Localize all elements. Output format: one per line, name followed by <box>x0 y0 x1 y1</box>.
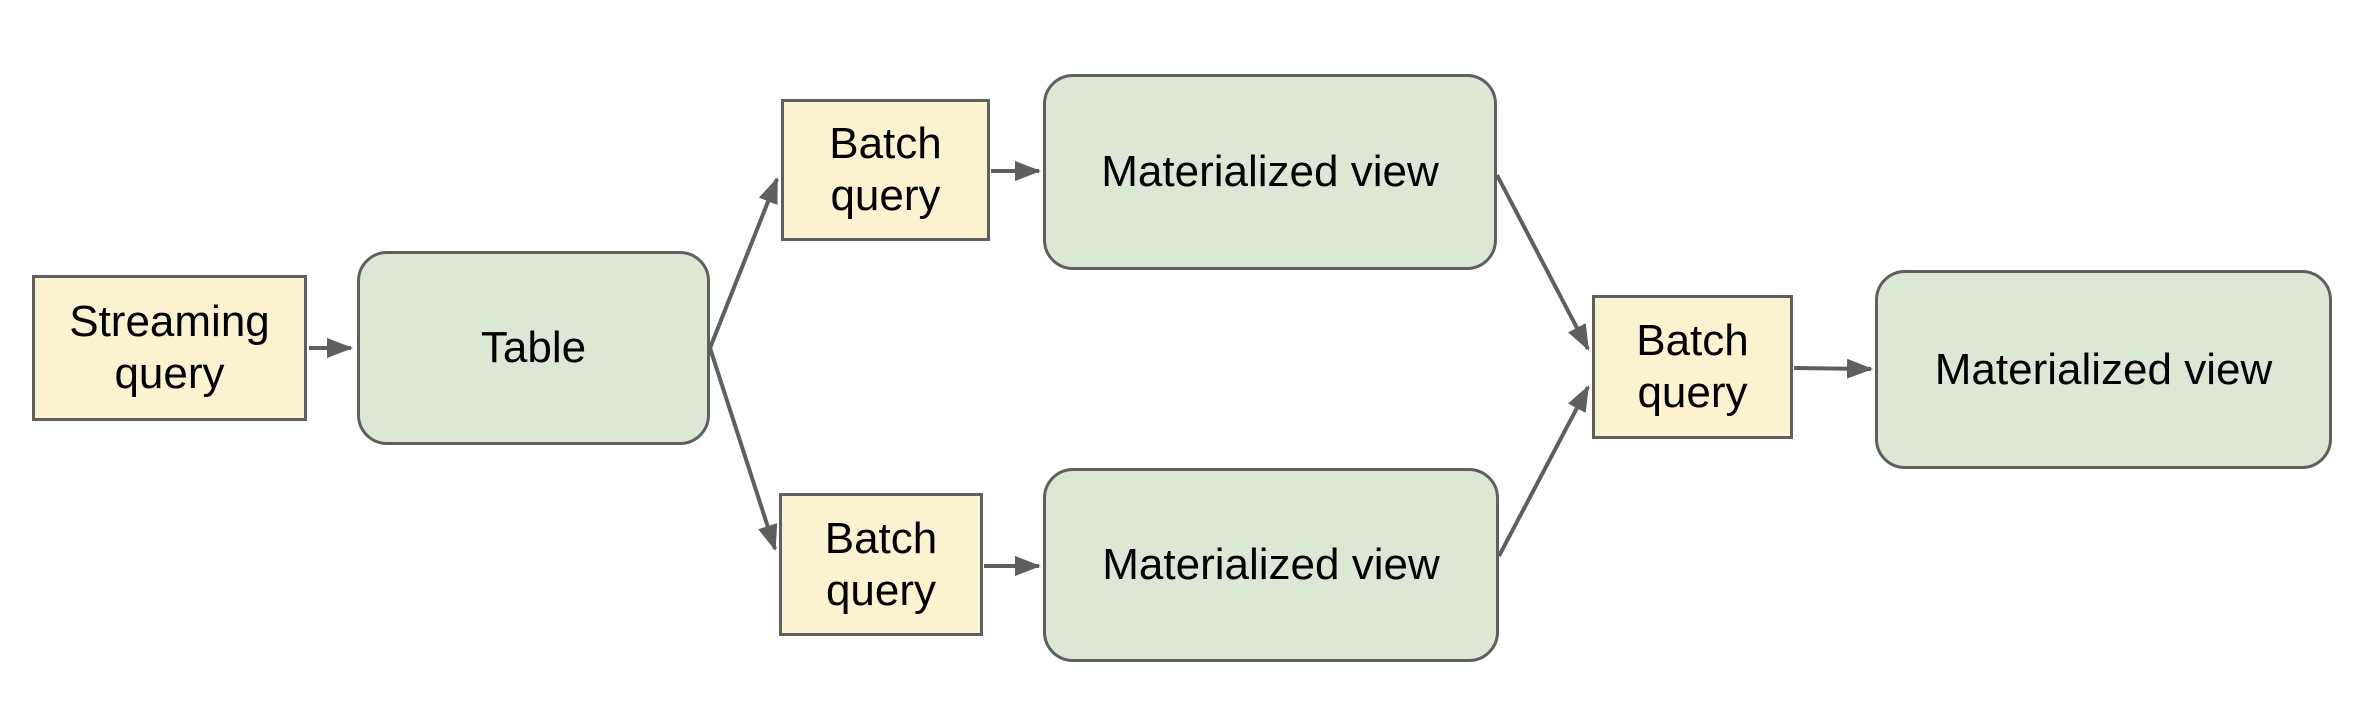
node-materialized-view-right: Materialized view <box>1875 270 2332 469</box>
edge-mv-top-to-batch-query-right <box>1495 174 1590 351</box>
node-materialized-view-top-label: Materialized view <box>1101 147 1439 196</box>
edge-mv-bottom-to-batch-query-right <box>1497 385 1590 557</box>
node-materialized-view-bottom-label: Materialized view <box>1102 540 1440 589</box>
node-batch-query-right-label: Batch query <box>1636 316 1749 417</box>
node-batch-query-bottom: Batch query <box>779 493 983 636</box>
node-batch-query-top-label: Batch query <box>829 119 942 220</box>
node-materialized-view-bottom: Materialized view <box>1043 468 1499 662</box>
node-materialized-view-right-label: Materialized view <box>1934 344 2273 394</box>
edge-table-to-batch-query-top <box>708 177 779 349</box>
node-table-label: Table <box>480 323 587 372</box>
node-materialized-view-top: Materialized view <box>1043 74 1497 270</box>
node-streaming-query: Streaming query <box>32 275 307 421</box>
node-batch-query-top: Batch query <box>781 99 990 241</box>
edge-batch-query-right-to-mv-right <box>1793 358 1873 379</box>
edge-table-to-batch-query-bottom <box>708 347 778 551</box>
node-batch-query-bottom-label: Batch query <box>824 513 938 615</box>
node-batch-query-right: Batch query <box>1592 295 1793 439</box>
node-streaming-query-label: Streaming query <box>69 297 270 398</box>
node-table: Table <box>357 251 710 445</box>
